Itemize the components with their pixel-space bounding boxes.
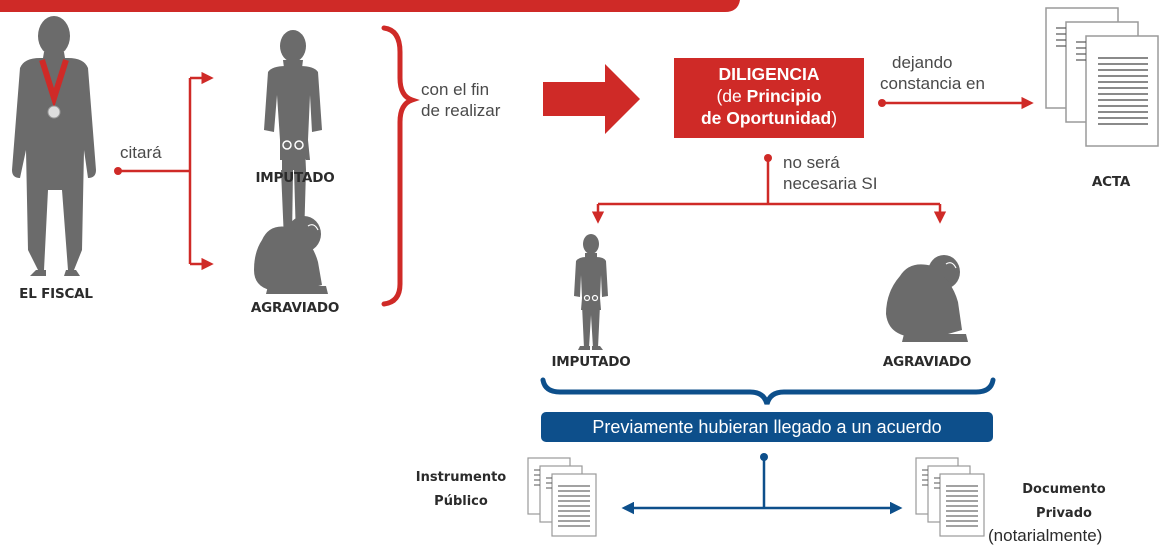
imputado-label: IMPUTADO (255, 170, 335, 186)
con-fin-line2: de realizar (421, 101, 501, 120)
no-sera-line2: necesaria SI (783, 174, 878, 193)
citara-connector (114, 71, 214, 271)
documento-line3: (notarialmente) (988, 526, 1103, 545)
header-bar (0, 0, 740, 12)
handcuffs-icon (282, 140, 304, 150)
diligencia-box: DILIGENCIA (de Principio de Oportunidad) (674, 58, 864, 138)
instrumento-line2: Público (434, 494, 488, 509)
acuerdo-box: Previamente hubieran llegado a un acuerd… (541, 412, 993, 442)
acuerdo-connector (621, 453, 903, 515)
no-sera-connector (591, 154, 947, 224)
documento-line1: Documento (1022, 482, 1106, 497)
dejando-connector (878, 96, 1034, 110)
agraviado-figure-2 (886, 255, 968, 342)
documento-documents-icon (915, 457, 985, 537)
imputado-label-2: IMPUTADO (551, 354, 631, 370)
agraviado-label: AGRAVIADO (250, 300, 340, 316)
dejando-line1: dejando (892, 53, 953, 72)
agraviado-hand-icon-2 (945, 262, 957, 269)
imputado-figure (264, 30, 322, 243)
documento-label: Documento Privado (1004, 478, 1124, 526)
diligencia-line3-bold: de Oportunidad (700, 108, 832, 128)
instrumento-line1: Instrumento (415, 470, 507, 485)
curly-bracket (381, 25, 420, 307)
agraviado-label-2: AGRAVIADO (882, 354, 972, 370)
imputado-figure-2 (574, 234, 608, 350)
instrumento-documents-icon (527, 457, 597, 537)
citara-label: citará (120, 143, 162, 162)
diligencia-line2-pre: (de (716, 86, 747, 106)
no-sera-line1: no será (783, 153, 840, 172)
acta-documents-icon (1045, 7, 1159, 147)
fiscal-label: EL FISCAL (19, 286, 93, 302)
fiscal-figure (12, 16, 96, 276)
diligencia-line3-post: ) (831, 108, 838, 128)
documento-line2: Privado (1036, 506, 1092, 521)
diligencia-title: DILIGENCIA (718, 64, 820, 84)
big-red-arrow (543, 64, 640, 134)
dejando-line2: constancia en (880, 74, 985, 93)
con-fin-line1: con el fin (421, 80, 490, 99)
agraviado-hand-icon (307, 224, 319, 231)
blue-bracket (540, 377, 996, 405)
fiscal-medal (39, 59, 69, 119)
acta-label: ACTA (1091, 174, 1131, 190)
diligencia-line2-bold: Principio (746, 86, 822, 106)
handcuffs-icon-2 (583, 294, 599, 302)
instrumento-label: Instrumento Público (406, 466, 516, 514)
